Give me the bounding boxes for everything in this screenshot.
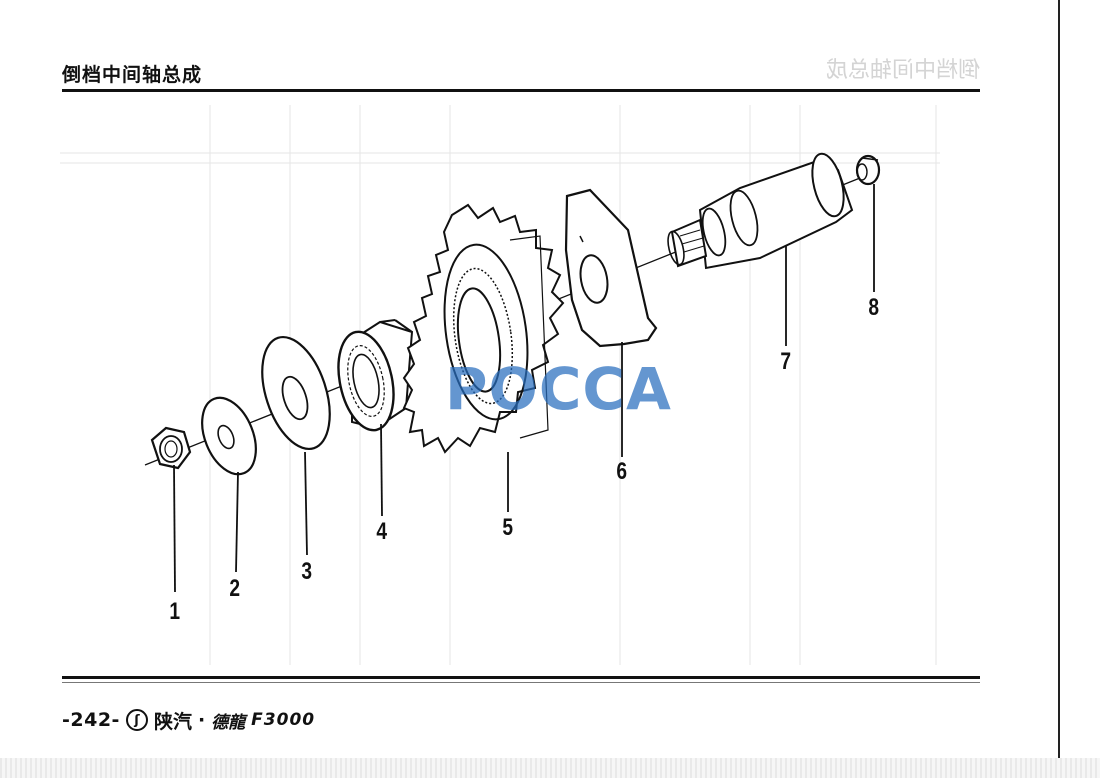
part-1-hex-nut <box>150 426 192 470</box>
brand-separator: · <box>197 709 206 731</box>
callout-5: 5 <box>502 514 514 541</box>
callout-2: 2 <box>229 575 241 602</box>
part-6-thrust-plate <box>564 188 658 348</box>
callout-6: 6 <box>616 458 628 485</box>
header-rule <box>62 89 980 92</box>
leader-lines <box>173 184 875 593</box>
page-edge <box>1058 0 1060 778</box>
scan-edge-strip <box>0 758 1100 778</box>
part-4-needle-bearing <box>337 319 414 432</box>
callout-1: 1 <box>169 598 181 625</box>
part-5-reverse-gear <box>402 203 565 454</box>
footer-rule <box>62 676 980 679</box>
page-number: -242- <box>62 709 120 731</box>
part-3-large-washer <box>261 335 331 451</box>
callout-3: 3 <box>301 558 313 585</box>
callout-8: 8 <box>868 294 880 321</box>
part-8-plug <box>855 154 881 186</box>
callout-7: 7 <box>780 348 792 375</box>
brand-model: F3000 <box>251 710 316 730</box>
page-footer: -242- ʃ 陕汽 · 德龍 F3000 <box>62 705 315 735</box>
brand-series: 德龍 <box>211 712 246 733</box>
callout-4: 4 <box>376 518 388 545</box>
part-2-small-washer <box>201 396 257 476</box>
part-7-countershaft <box>667 152 854 270</box>
shaanxi-logo-icon: ʃ <box>125 709 148 731</box>
footer-rule-thin <box>62 682 980 683</box>
brand-name: 陕汽 <box>153 710 192 733</box>
watermark-text: POCCA <box>445 355 672 423</box>
page-title: 倒档中间轴总成 <box>62 64 203 86</box>
